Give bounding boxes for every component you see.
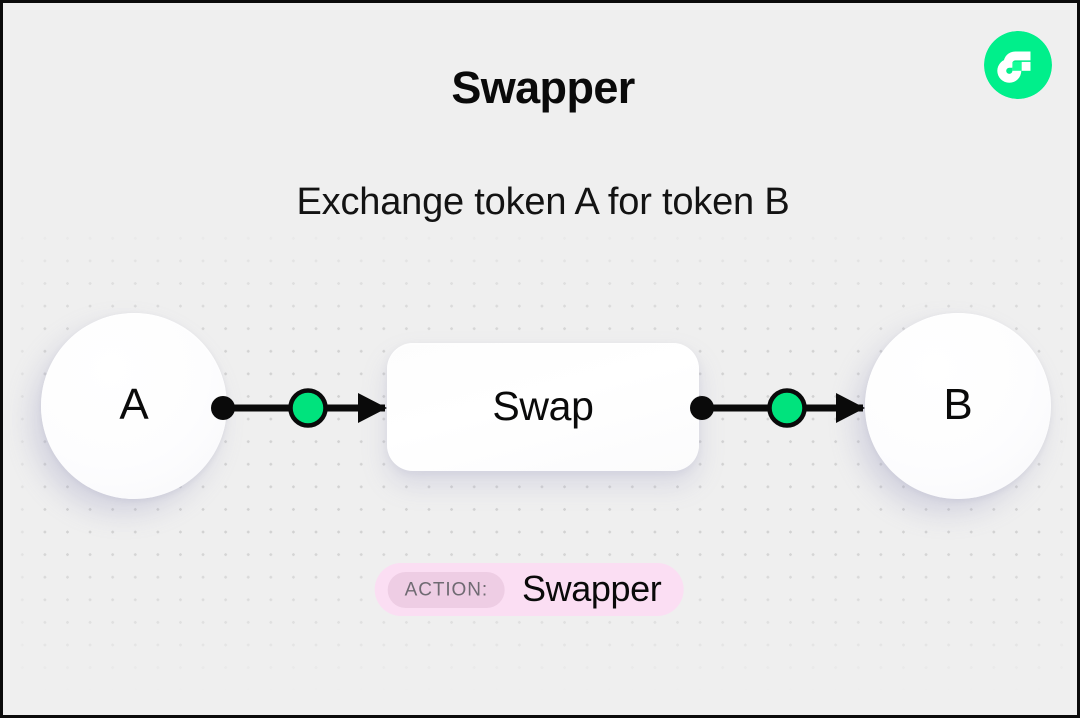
process-node-swap-label: Swap <box>492 382 594 429</box>
token-node-a[interactable]: A <box>41 313 227 499</box>
process-node-swap[interactable]: Swap <box>387 343 699 471</box>
edge-arrowhead <box>836 393 865 423</box>
action-badge-chip-label: ACTION: <box>404 579 489 601</box>
flow-logo-icon[interactable] <box>984 31 1052 99</box>
edge-a-to-swap <box>211 388 387 428</box>
action-badge: ACTION: Swapper <box>374 563 684 616</box>
edge-swap-to-b <box>690 388 865 428</box>
page-subtitle: Exchange token A for token B <box>296 181 790 223</box>
action-badge-value: Swapper <box>522 567 662 609</box>
edge-waypoint-dot[interactable] <box>288 388 328 428</box>
action-badge-chip: ACTION: <box>387 571 506 608</box>
token-node-a-label: A <box>119 380 149 429</box>
edge-arrowhead <box>358 393 387 423</box>
edge-waypoint-dot[interactable] <box>767 388 807 428</box>
token-node-b-label: B <box>943 380 973 429</box>
page-title: Swapper <box>451 62 635 113</box>
token-node-b[interactable]: B <box>865 313 1051 499</box>
